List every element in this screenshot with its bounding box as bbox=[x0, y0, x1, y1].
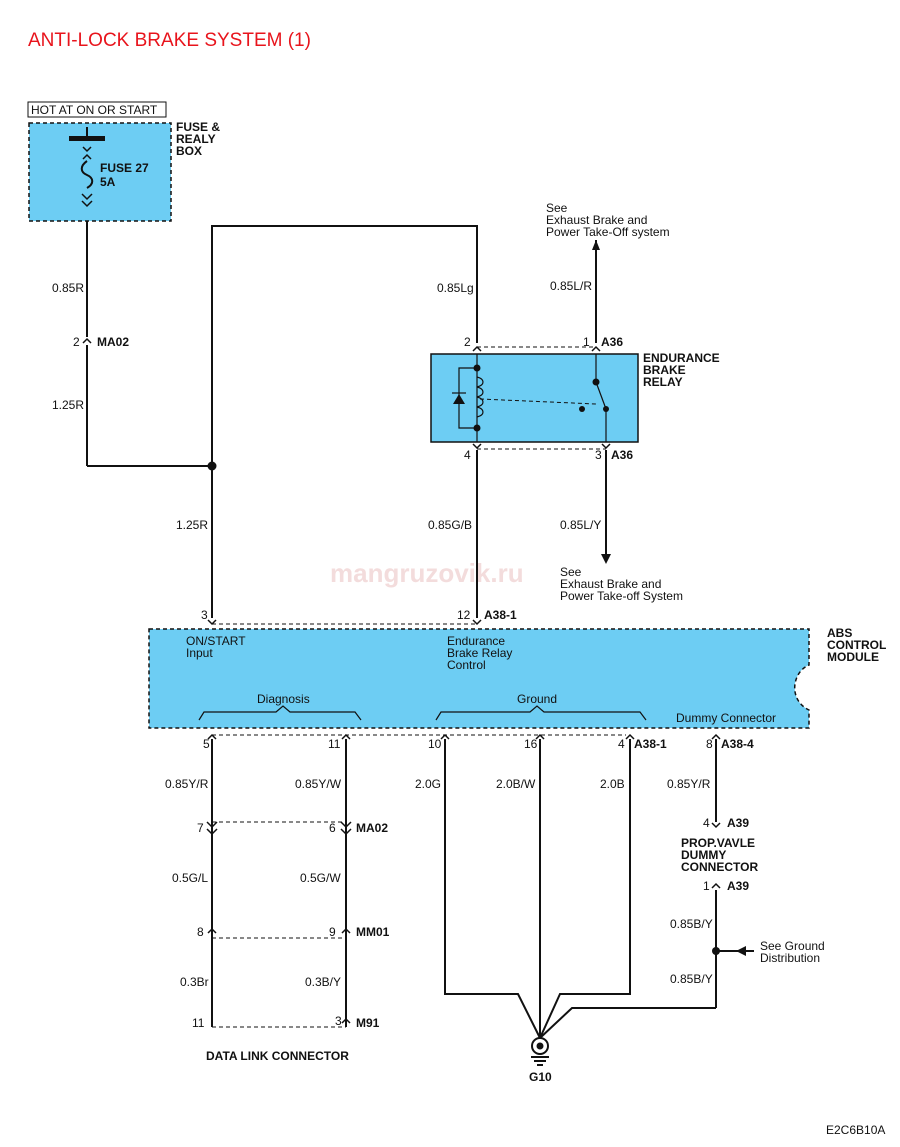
abs-module-frame bbox=[148, 628, 810, 729]
a38-1-pin-3: 3 bbox=[201, 608, 208, 622]
mm01-pin-8: 8 bbox=[197, 925, 204, 939]
wire-2-0b-w: 2.0B/W bbox=[496, 777, 536, 791]
wire-0-85lg: 0.85Lg bbox=[437, 281, 474, 295]
a38-1-pin-12: 12 bbox=[457, 608, 471, 622]
relay-coil bbox=[476, 376, 484, 418]
mm01-pin-9: 9 bbox=[329, 925, 336, 939]
a38-1-pin-5: 5 bbox=[203, 737, 210, 751]
wire-0-85b-y-b: 0.85B/Y bbox=[670, 972, 713, 986]
wire-0-85l-r: 0.85L/R bbox=[550, 279, 592, 293]
mm01-name: MM01 bbox=[356, 925, 390, 939]
fuse-label: FUSE 27 bbox=[100, 161, 149, 175]
relay-connector-top: A36 bbox=[601, 335, 623, 349]
relay-body bbox=[430, 353, 639, 443]
fuse-box: HOT AT ON OR START FUSE 27 5A FUSE &REAL… bbox=[27, 101, 220, 222]
m91-name: M91 bbox=[356, 1016, 380, 1030]
relay-pin-2: 2 bbox=[464, 335, 471, 349]
m91-pin-11: 11 bbox=[192, 1016, 205, 1030]
watermark: mangruzovik.ru bbox=[330, 558, 524, 588]
wire-0-85r: 0.85R bbox=[52, 281, 84, 295]
relay-connector-bottom: A36 bbox=[611, 448, 633, 462]
fuse-bus-bar bbox=[69, 136, 105, 141]
ma02-top-name: MA02 bbox=[97, 335, 129, 349]
ma02-mid-pin-7: 7 bbox=[197, 821, 204, 835]
a39-top-pin: 4 bbox=[703, 816, 710, 830]
hot-label: HOT AT ON OR START bbox=[31, 103, 158, 117]
m91-pin-3: 3 bbox=[335, 1014, 342, 1028]
fuse-rating: 5A bbox=[100, 175, 116, 189]
fuse-symbol bbox=[80, 160, 94, 189]
wire-2-0b: 2.0B bbox=[600, 777, 625, 791]
a38-4-name: A38-4 bbox=[721, 737, 754, 751]
wire-2-0g: 2.0G bbox=[415, 777, 441, 791]
wire-0-85g-b: 0.85G/B bbox=[428, 518, 472, 532]
a38-1-pin-10: 10 bbox=[428, 737, 442, 751]
a38-1-top-name: A38-1 bbox=[484, 608, 517, 622]
data-link-connector-name: DATA LINK CONNECTOR bbox=[206, 1049, 349, 1063]
a38-1-pin-4: 4 bbox=[618, 737, 625, 751]
wire-0-5g-w: 0.5G/W bbox=[300, 871, 341, 885]
relay-pin-4: 4 bbox=[464, 448, 471, 462]
abs-dummy-label: Dummy Connector bbox=[676, 711, 776, 725]
wire-0-85y-r-a: 0.85Y/R bbox=[165, 777, 209, 791]
hot-label-frame bbox=[27, 101, 167, 118]
abs-ground-label: Ground bbox=[517, 692, 557, 706]
a39-bottom-name: A39 bbox=[727, 879, 749, 893]
wire-0-3br: 0.3Br bbox=[180, 975, 209, 989]
a38-1-pin-11: 11 bbox=[328, 737, 341, 751]
relay-pin-3: 3 bbox=[595, 448, 602, 462]
a38-4-pin: 8 bbox=[706, 737, 713, 751]
abs-diagnosis-label: Diagnosis bbox=[257, 692, 310, 706]
relay-pin-1: 1 bbox=[583, 335, 590, 349]
a38-1-pin-16: 16 bbox=[524, 737, 538, 751]
ma02-top-pin: 2 bbox=[73, 335, 80, 349]
wire-0-3b-y: 0.3B/Y bbox=[305, 975, 341, 989]
ground-name: G10 bbox=[529, 1070, 552, 1084]
a39-bottom-pin: 1 bbox=[703, 879, 710, 893]
diagram-code: E2C6B10A bbox=[826, 1123, 885, 1137]
page-title: ANTI-LOCK BRAKE SYSTEM (1) bbox=[28, 30, 311, 51]
wire-0-85l-y: 0.85L/Y bbox=[560, 518, 601, 532]
ma02-mid-pin-6: 6 bbox=[329, 821, 336, 835]
wire-0-85b-y-a: 0.85B/Y bbox=[670, 917, 713, 931]
wire-1-25r-a: 1.25R bbox=[52, 398, 84, 412]
ma02-mid-name: MA02 bbox=[356, 821, 388, 835]
wire-0-5g-l: 0.5G/L bbox=[172, 871, 208, 885]
wire-0-85y-w: 0.85Y/W bbox=[295, 777, 342, 791]
wire-1-25r-b: 1.25R bbox=[176, 518, 208, 532]
wire-0-85y-r-b: 0.85Y/R bbox=[667, 777, 711, 791]
ground-g10: G10 bbox=[529, 1037, 552, 1084]
a38-1-bottom-name: A38-1 bbox=[634, 737, 667, 751]
a39-top-name: A39 bbox=[727, 816, 749, 830]
